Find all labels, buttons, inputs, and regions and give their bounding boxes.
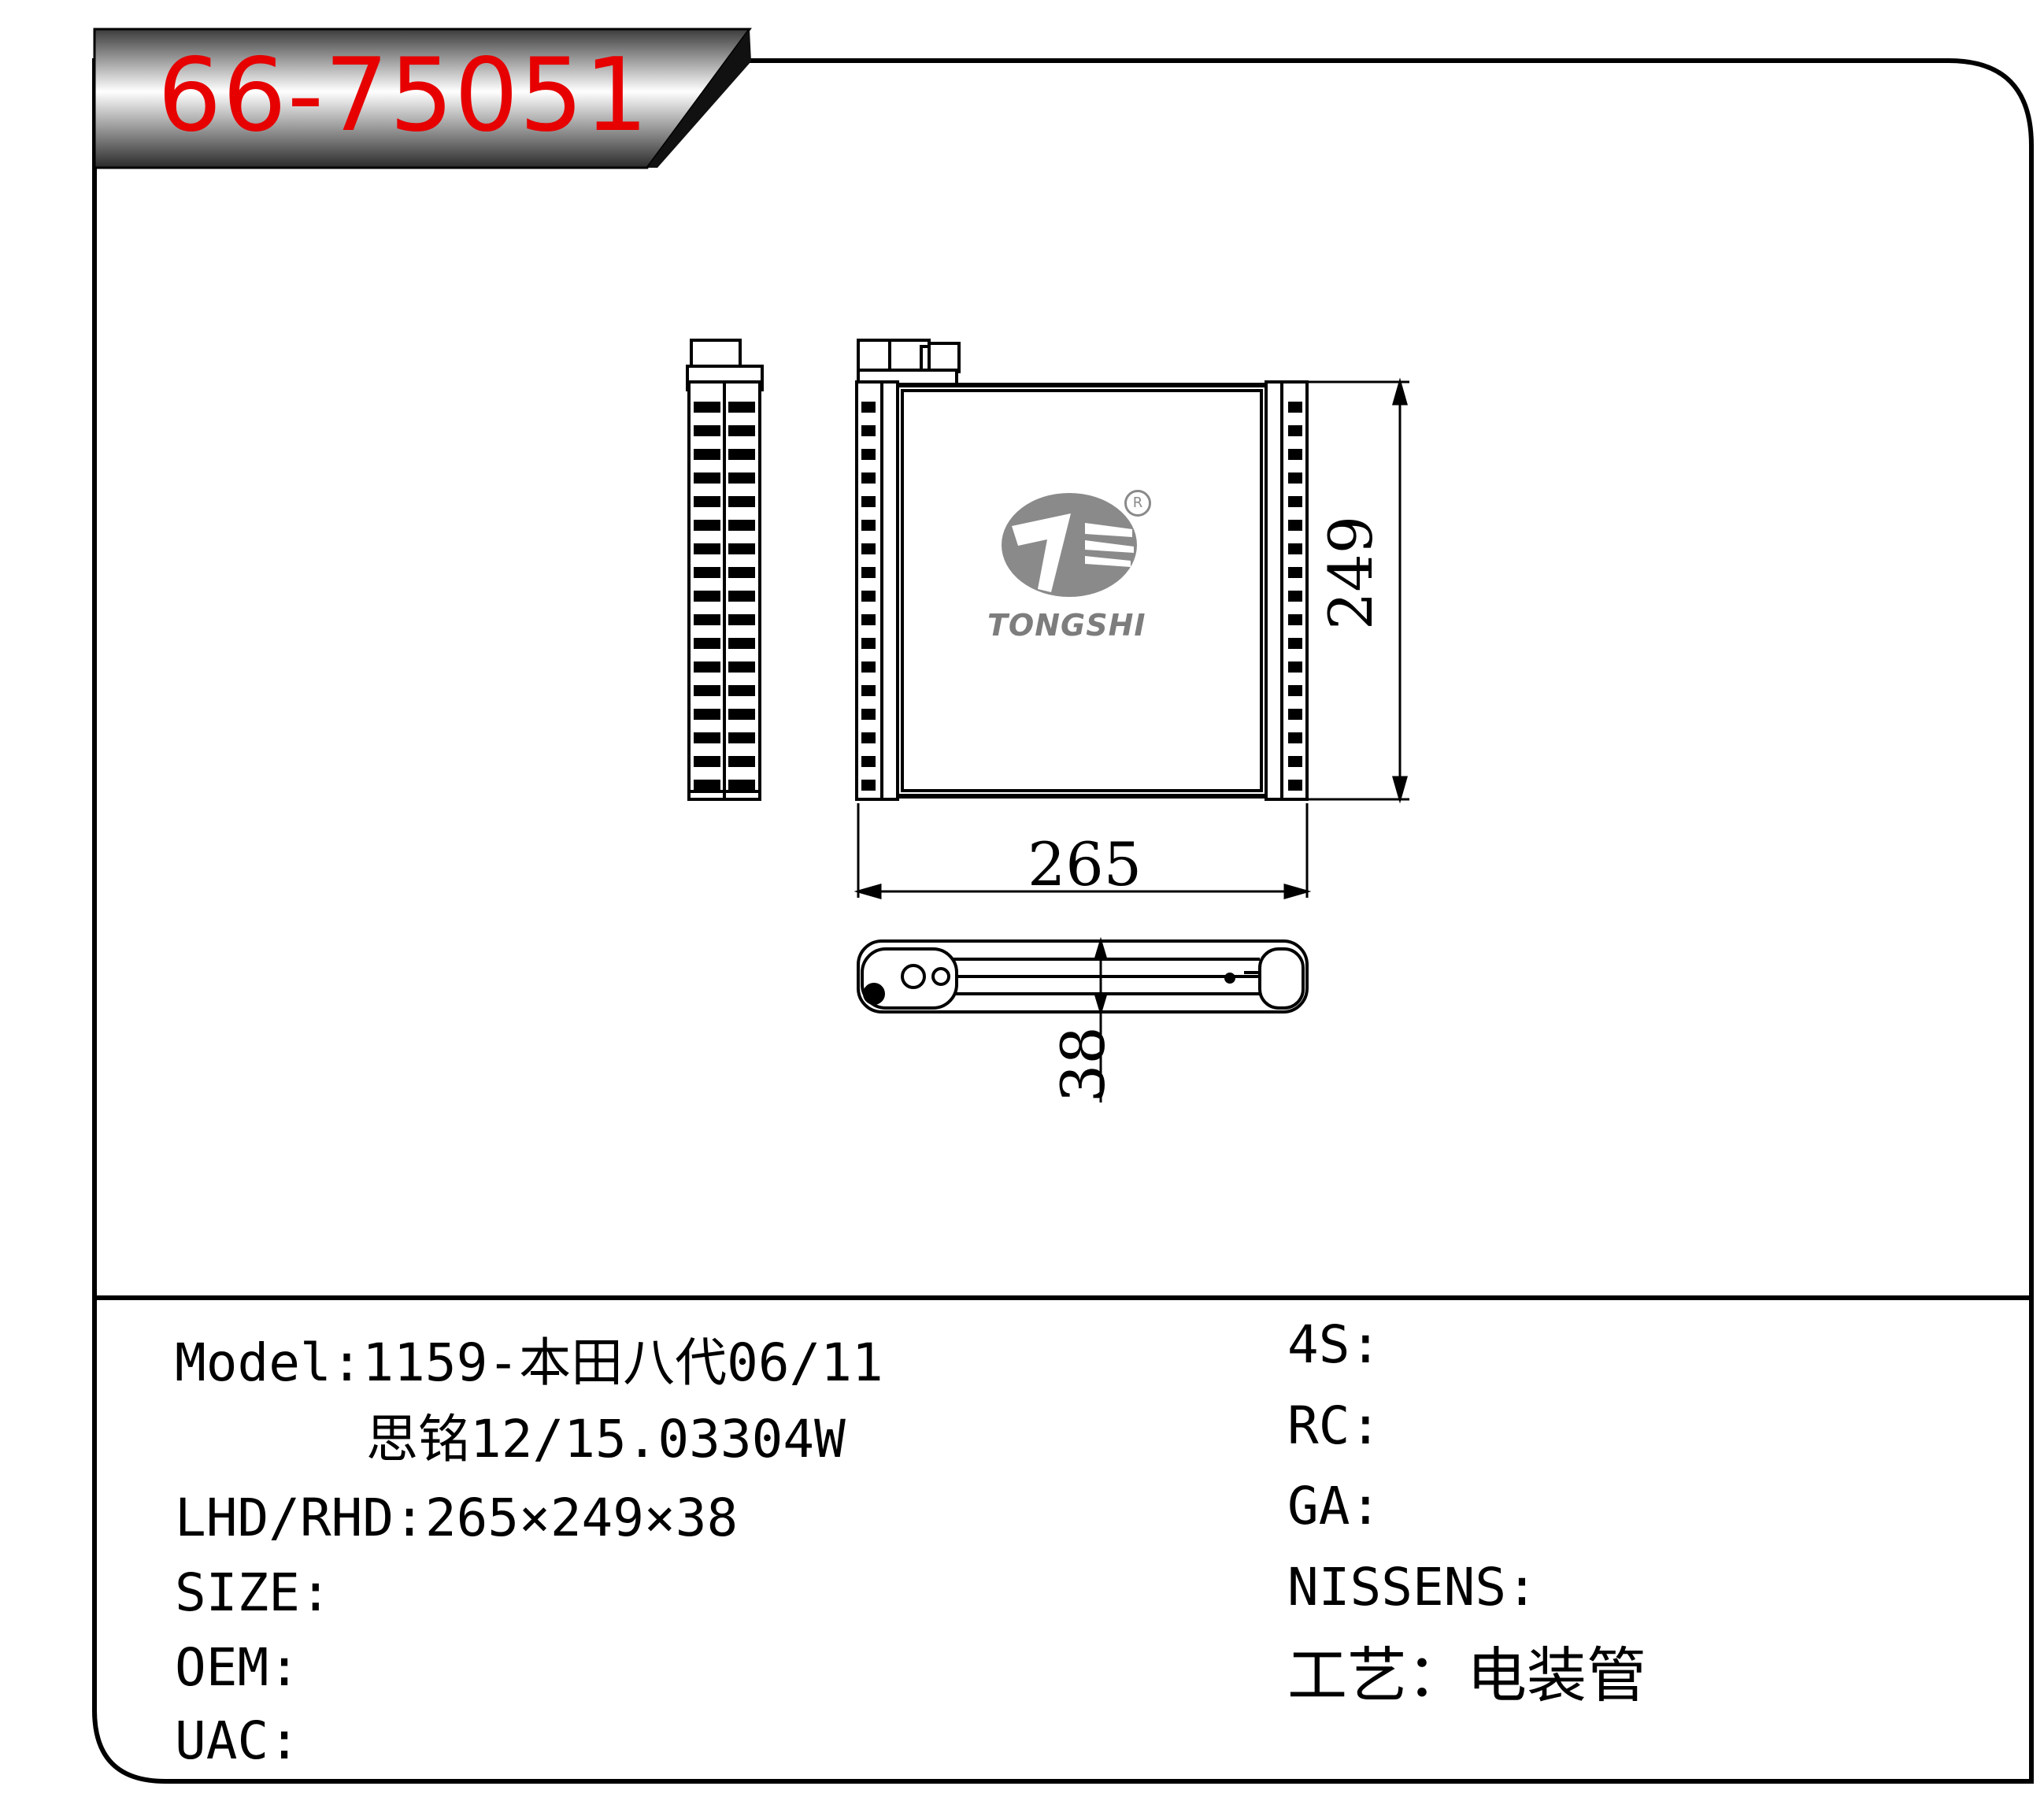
depth-dimension-label: 38 [1048, 1026, 1118, 1102]
height-dimension-label: 249 [1316, 515, 1386, 630]
spec-oem: OEM: [175, 1637, 300, 1698]
part-number-title: 66-75051 [157, 37, 650, 154]
spec-uac: UAC: [175, 1710, 300, 1771]
spec-model-cont: 思铭12/15.03304W [366, 1409, 846, 1469]
spec-4s: 4S: [1287, 1314, 1382, 1375]
width-dimension [854, 803, 1312, 899]
spec-ga: GA: [1287, 1476, 1382, 1536]
spec-rc: RC: [1287, 1395, 1382, 1456]
bottom-view [857, 939, 1309, 1014]
side-view [686, 339, 764, 801]
registered-mark: R [1124, 490, 1151, 517]
height-dimension [1307, 377, 1409, 804]
header-banner-shadow [647, 29, 751, 168]
tongshi-logo-icon [1002, 493, 1137, 597]
depth-dimension [1094, 936, 1108, 1102]
spec-model: Model:1159-本田八代06/11 [175, 1332, 883, 1393]
spec-process: 工艺：电装管 [1287, 1640, 1646, 1710]
spec-lhd-rhd: LHD/RHD:265×249×38 [175, 1488, 739, 1548]
spec-nissens: NISSENS: [1287, 1557, 1538, 1618]
brand-logo-text: TONGSHI [987, 608, 1146, 643]
width-dimension-label: 265 [1028, 829, 1142, 899]
spec-size: SIZE: [175, 1562, 331, 1623]
outer-frame [92, 58, 2034, 1784]
